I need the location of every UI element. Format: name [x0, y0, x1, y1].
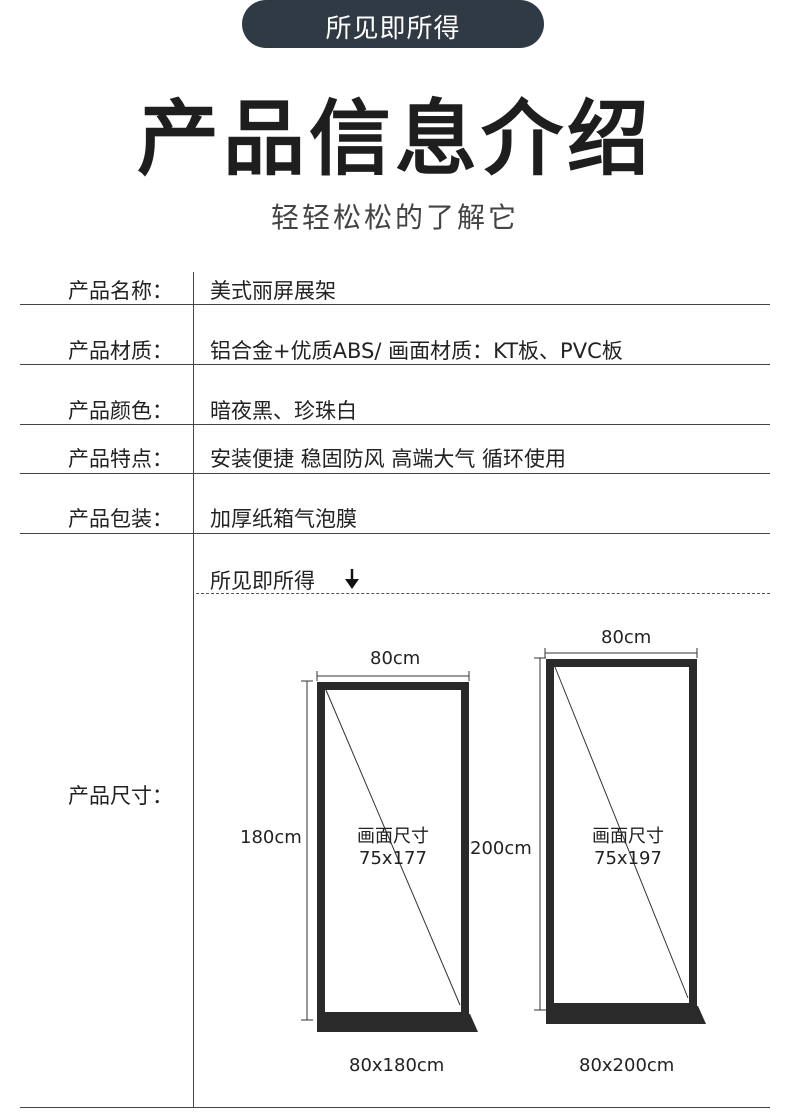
dashed-divider [196, 593, 770, 594]
stand2-screen-size: 75x197 [594, 848, 662, 869]
row-divider [20, 533, 770, 534]
row-divider [20, 473, 770, 474]
row-label-color: 产品颜色： [68, 399, 173, 423]
row-value-package: 加厚纸箱气泡膜 [210, 507, 357, 531]
stand2-screen-label: 画面尺寸 [592, 826, 664, 847]
stand2-height-label: 200cm [470, 838, 532, 859]
header-pill: 所见即所得 [242, 0, 544, 48]
size-heading: 所见即所得 [210, 569, 315, 593]
stand1-width-label: 80cm [370, 648, 421, 669]
page-subtitle: 轻轻松松的了解它 [270, 201, 519, 234]
row-divider [20, 424, 770, 425]
bottom-divider [20, 1107, 770, 1108]
stand1-height-label: 180cm [240, 827, 302, 848]
row-label-feature: 产品特点： [68, 447, 173, 471]
row-label-package: 产品包装： [68, 507, 173, 531]
row-value-name: 美式丽屏展架 [210, 279, 336, 303]
page-title: 产品信息介绍 [136, 92, 653, 187]
column-divider [193, 272, 194, 1107]
row-divider [20, 364, 770, 365]
row-divider [20, 304, 770, 305]
row-value-color: 暗夜黑、珍珠白 [210, 399, 357, 423]
stand1-caption: 80x180cm [349, 1055, 445, 1076]
stand-180 [301, 671, 478, 1032]
stand-200 [534, 648, 706, 1024]
stand2-caption: 80x200cm [579, 1055, 675, 1076]
row-value-material: 铝合金+优质ABS/ 画面材质：KT板、PVC板 [210, 339, 623, 363]
row-label-name: 产品名称： [68, 279, 173, 303]
stand2-width-label: 80cm [601, 627, 652, 648]
stand1-screen-size: 75x177 [359, 848, 427, 869]
arrow-down-icon [345, 569, 359, 589]
row-value-feature: 安装便捷 稳固防风 高端大气 循环使用 [210, 447, 567, 471]
stand1-screen-label: 画面尺寸 [357, 826, 429, 847]
row-label-size: 产品尺寸： [68, 784, 173, 808]
pill-label: 所见即所得 [325, 14, 461, 44]
row-label-material: 产品材质： [68, 339, 173, 363]
